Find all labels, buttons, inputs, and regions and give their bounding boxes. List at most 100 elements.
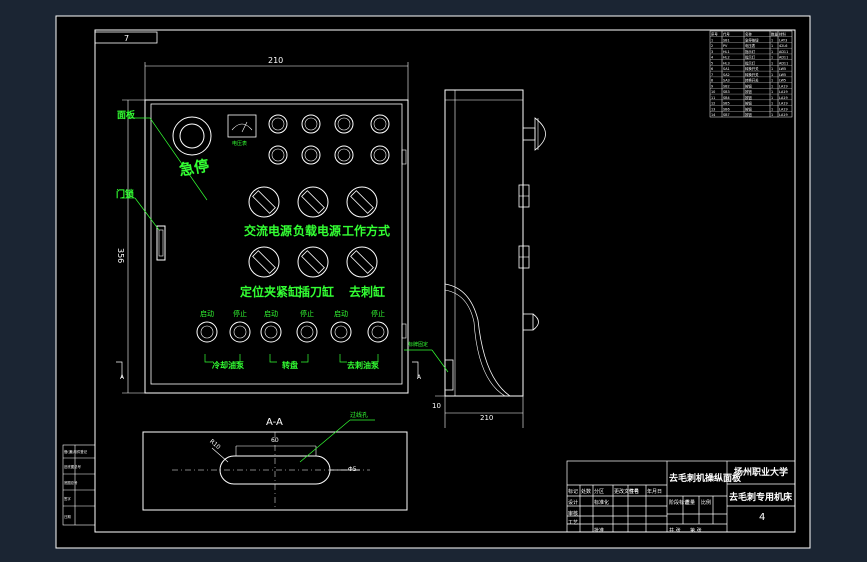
drawing-border [94, 29, 796, 533]
sheet-number: 4 [759, 512, 766, 523]
parts-cell: 6 [711, 67, 713, 71]
title-block-cell: 分区 [594, 489, 605, 495]
parts-cell: 指示灯 [745, 55, 756, 60]
bottom-push-buttons [196, 321, 389, 343]
parts-cell: 1 [771, 67, 773, 71]
group-label-1: 冷却油泵 [212, 361, 244, 370]
parts-cell: 指示灯 [745, 60, 756, 65]
parts-list-grid [709, 30, 793, 118]
parts-cell: 1 [771, 79, 773, 83]
section-width-dim: 60 [271, 437, 279, 444]
parts-cell: 按钮 [745, 89, 752, 94]
section-title: A-A [266, 417, 283, 428]
parts-cell: 11 [711, 96, 715, 100]
side-small-dim: 10 [432, 402, 441, 410]
parts-cell: 3 [711, 50, 713, 54]
parts-cell: 1 [771, 50, 773, 54]
label-voltmeter: 电压表 [232, 141, 248, 147]
button-label-5: 启动 [334, 310, 348, 318]
parts-cell: 1 [771, 102, 773, 106]
parts-cell: PV [723, 44, 728, 48]
title-block-cell: 共 张 [669, 528, 681, 534]
parts-header-cell: 代号 [723, 32, 730, 37]
title-block-cell: 比例 [701, 500, 712, 506]
parts-cell: 1 [771, 96, 773, 100]
top-tab-box [94, 31, 158, 44]
parts-cell: 1 [771, 61, 773, 65]
front-width-dim: 210 [268, 56, 283, 65]
parts-cell: AD11 [779, 61, 788, 65]
parts-cell: SB6 [723, 107, 730, 111]
parts-cell: AD11 [779, 50, 788, 54]
parts-cell: LW5 [779, 79, 786, 83]
parts-header-cell: 序号 [711, 32, 718, 37]
title-block-cell: 批准 [594, 528, 605, 534]
voltmeter [227, 114, 257, 138]
title-block-cell: 标准化 [594, 500, 610, 506]
school-name: 扬州职业大学 [734, 468, 789, 478]
button-label-1: 启动 [200, 310, 214, 318]
side-leader-label: 标牌固定 [408, 342, 429, 348]
product-name: 去毛刺专用机床 [729, 493, 793, 503]
selector-label-4: 定位夹紧缸 [240, 285, 301, 299]
parts-cell: 按钮 [745, 83, 752, 88]
parts-cell: LW5 [779, 73, 786, 77]
button-label-2: 停止 [233, 310, 247, 318]
selector-label-6: 去刺缸 [349, 285, 386, 299]
button-label-6: 停止 [371, 310, 385, 318]
stamp-label: 旧底图总号 [64, 464, 82, 469]
title-block-grid [566, 460, 796, 533]
parts-cell: 转换开关 [745, 78, 759, 83]
title-block-cell: 审核 [568, 511, 579, 517]
parts-cell: 急停按钮 [745, 37, 759, 42]
parts-cell: 14 [711, 113, 715, 117]
group-label-2: 转盘 [282, 361, 298, 370]
parts-cell: 1 [771, 73, 773, 77]
parts-cell: 1 [771, 38, 773, 42]
front-height-dim: 356 [116, 248, 125, 263]
top-tab-text: 7 [124, 34, 129, 43]
title-block-cell: 工艺 [568, 520, 579, 526]
section-leader-label: 过线孔 [350, 412, 369, 419]
parts-cell: 4 [711, 56, 713, 60]
title-block-cell: 阶段标记 [669, 500, 690, 506]
drawing-title: 去毛刺机操纵面板 [669, 474, 742, 484]
side-depth-dim: 210 [480, 414, 493, 422]
parts-cell: 10 [711, 90, 715, 94]
parts-cell: 7 [711, 73, 713, 77]
parts-header-cell: 名称 [745, 32, 752, 37]
parts-cell: LAY3 [779, 38, 787, 42]
title-block-cell: 重量 [685, 500, 696, 506]
title-block-cell: 更改文件号 [614, 489, 640, 495]
parts-cell: LA19 [779, 90, 788, 94]
selector-label-5: 插刀缸 [298, 285, 335, 299]
parts-cell: 按钮 [745, 101, 752, 106]
stamp-label: 借(通)用件登记 [64, 449, 88, 454]
parts-cell: 12 [711, 102, 715, 106]
parts-cell: 按钮 [745, 95, 752, 100]
parts-cell: SB1 [723, 38, 730, 42]
stamp-label: 底图总号 [64, 480, 78, 485]
title-block-cell: 第 张 [690, 528, 702, 534]
parts-cell: 按钮 [745, 112, 752, 117]
group-label-3: 去刺油泵 [347, 361, 379, 370]
stamp-label: 签字 [64, 496, 71, 501]
parts-cell: 5 [711, 61, 713, 65]
parts-cell: SB5 [723, 102, 730, 106]
parts-cell: LA19 [779, 96, 788, 100]
door-lock [156, 225, 166, 261]
parts-cell: LA19 [779, 107, 788, 111]
side-body [444, 89, 524, 397]
parts-cell: 转换开关 [745, 72, 759, 77]
button-label-4: 停止 [300, 310, 314, 318]
indicator-lamps-row2 [268, 145, 390, 165]
parts-cell: SA1 [723, 67, 730, 71]
parts-cell: 转换开关 [745, 66, 759, 71]
title-block-cell: 年月日 [647, 489, 663, 495]
parts-cell: 1 [771, 90, 773, 94]
parts-cell: 8 [711, 79, 713, 83]
label-panel: 面板 [117, 111, 136, 121]
parts-header-cell: 数量 [771, 32, 778, 37]
